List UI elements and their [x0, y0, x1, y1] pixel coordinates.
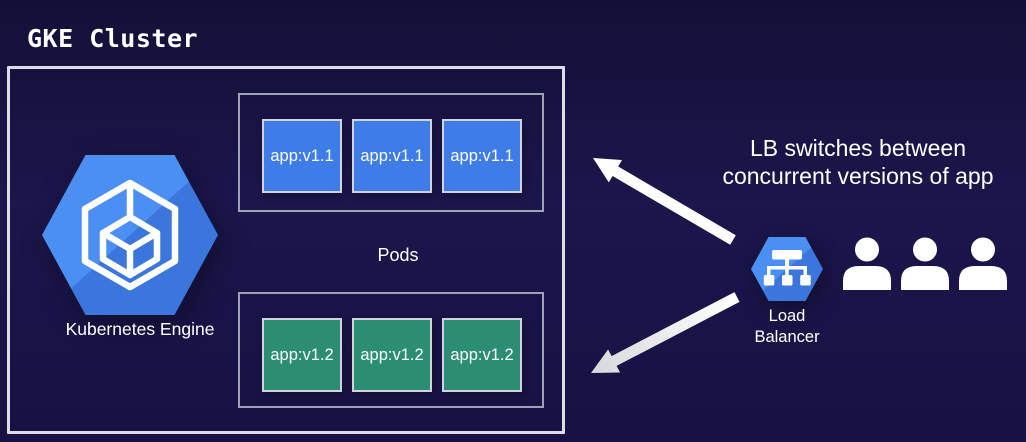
user-icon — [959, 237, 1007, 290]
lb-annotation: LB switches between concurrent versions … — [690, 134, 1026, 190]
user-icon — [843, 237, 891, 290]
arrow-down-left-icon — [591, 292, 740, 373]
diagram-title: GKE Cluster — [27, 24, 199, 53]
pod-v1-2: app:v1.1 — [352, 119, 432, 193]
gke-cluster-box: Kubernetes Engine app:v1.1 app:v1.1 app:… — [7, 66, 565, 434]
load-balancer-icon — [751, 237, 823, 301]
users-group — [838, 236, 1010, 294]
lb-annotation-line1: LB switches between — [749, 135, 967, 161]
pod-v1-3: app:v1.1 — [442, 119, 522, 193]
pod-v2-1: app:v1.2 — [262, 318, 342, 392]
lb-annotation-line2: concurrent versions of app — [722, 163, 994, 189]
load-balancer-label-line2: Balancer — [754, 328, 820, 346]
pods-group-v2: app:v1.2 app:v1.2 app:v1.2 — [238, 292, 544, 408]
kubernetes-engine-icon — [42, 155, 218, 315]
pods-label: Pods — [377, 245, 419, 265]
load-balancer-label: Load Balancer — [727, 306, 847, 348]
user-icon — [901, 237, 949, 290]
pod-v2-2: app:v1.2 — [352, 318, 432, 392]
pod-v2-3: app:v1.2 — [442, 318, 522, 392]
pod-v1-1: app:v1.1 — [262, 119, 342, 193]
pods-group-v1: app:v1.1 app:v1.1 app:v1.1 — [238, 93, 544, 212]
load-balancer-label-line1: Load — [768, 307, 806, 325]
kubernetes-engine-label: Kubernetes Engine — [65, 319, 215, 339]
